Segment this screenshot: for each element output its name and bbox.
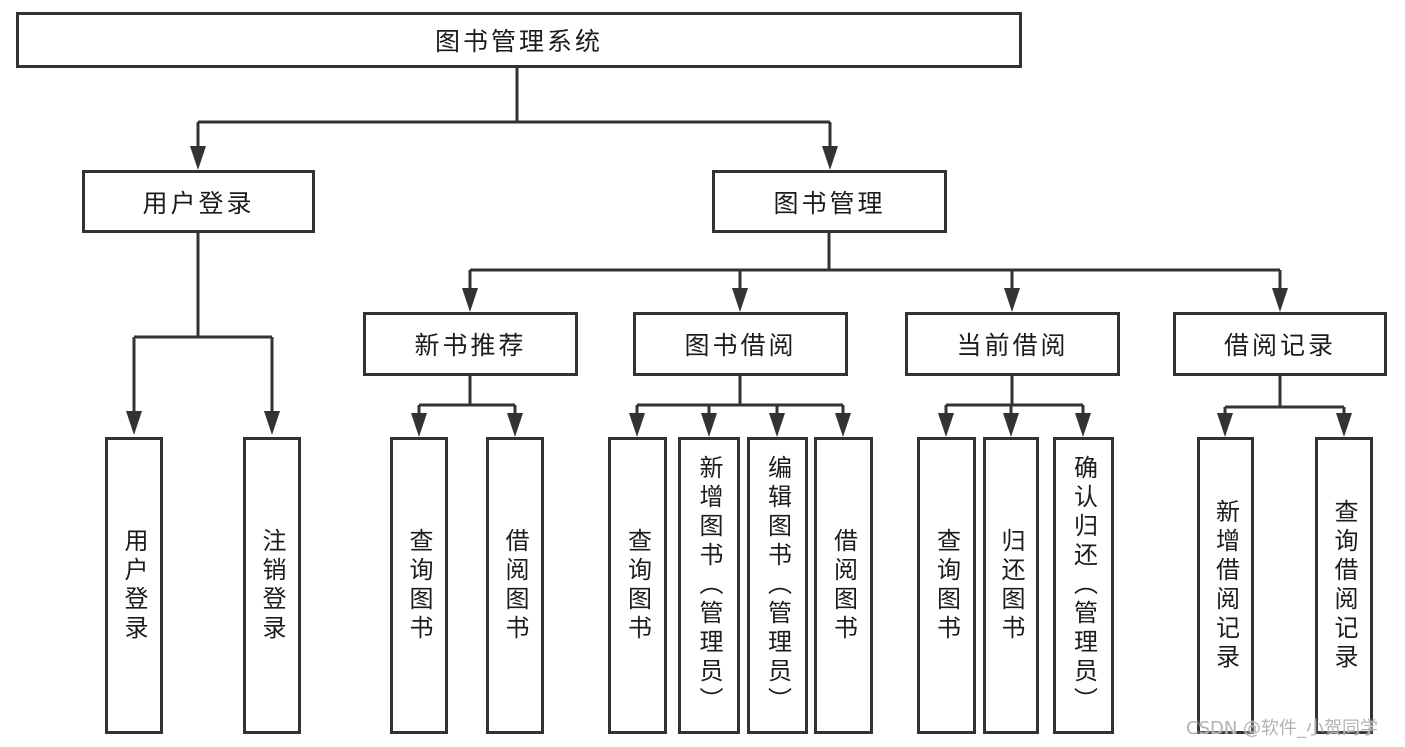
leaf-new-books-borrow-books: 借阅图书 <box>486 437 544 734</box>
leaf-user-login: 用户登录 <box>105 437 163 734</box>
arrowhead <box>264 411 280 435</box>
arrowhead <box>1003 413 1019 437</box>
connector-current-borrow-children <box>944 376 1085 419</box>
leaf-current-return-books: 归还图书 <box>983 437 1039 734</box>
leaf-current-confirm-return-admin: 确认归还（管理员） <box>1053 437 1114 734</box>
node-current-borrowing: 当前借阅 <box>905 312 1120 376</box>
arrowhead <box>701 413 717 437</box>
node-borrowing-records: 借阅记录 <box>1173 312 1387 376</box>
arrowhead <box>769 413 785 437</box>
connector-new-books-children <box>417 376 517 419</box>
leaf-borrow-add-books-admin: 新增图书（管理员） <box>678 437 740 734</box>
node-book-management: 图书管理 <box>712 170 947 233</box>
arrowhead <box>822 146 838 170</box>
leaf-logout-login: 注销登录 <box>243 437 301 734</box>
leaf-borrow-query-books: 查询图书 <box>608 437 667 734</box>
arrowhead <box>1217 413 1233 437</box>
connector-book-borrow-children <box>635 376 845 419</box>
leaf-current-query-books: 查询图书 <box>917 437 976 734</box>
leaf-new-books-query-books: 查询图书 <box>390 437 448 734</box>
leaf-borrow-borrow-books: 借阅图书 <box>814 437 873 734</box>
arrowhead <box>462 288 478 312</box>
arrowhead <box>835 413 851 437</box>
arrowhead <box>411 413 427 437</box>
connector-user-login-children <box>132 233 274 417</box>
connector-book-mgmt-children <box>468 233 1282 294</box>
arrowhead <box>1004 288 1020 312</box>
node-user-login: 用户登录 <box>82 170 315 233</box>
arrowhead <box>126 411 142 435</box>
arrowhead <box>629 413 645 437</box>
leaf-records-add-record: 新增借阅记录 <box>1197 437 1254 734</box>
arrowhead <box>1336 413 1352 437</box>
arrowhead <box>938 413 954 437</box>
node-library-management-system: 图书管理系统 <box>16 12 1022 68</box>
csdn-watermark: CSDN @软件_小贺同学 <box>1186 718 1379 739</box>
arrowheads <box>126 146 1352 437</box>
leaf-borrow-edit-books-admin: 编辑图书（管理员） <box>747 437 808 734</box>
node-new-book-recommendation: 新书推荐 <box>363 312 578 376</box>
arrowhead <box>1272 288 1288 312</box>
arrowhead <box>1075 413 1091 437</box>
connector-root-to-level2 <box>196 68 832 150</box>
arrowhead <box>190 146 206 170</box>
arrowhead <box>507 413 523 437</box>
node-book-borrowing: 图书借阅 <box>633 312 848 376</box>
leaf-records-query-record: 查询借阅记录 <box>1315 437 1373 734</box>
arrowhead <box>732 288 748 312</box>
connector-borrow-records-children <box>1223 376 1346 419</box>
